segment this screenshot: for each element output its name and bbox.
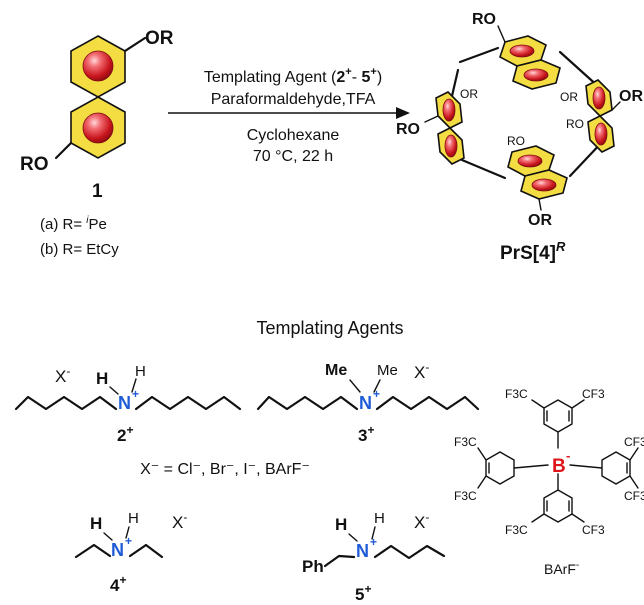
svg-text:-: -	[566, 448, 570, 463]
agent-2-label: 2+	[117, 423, 133, 445]
agent-5-phenyl: Ph	[302, 557, 324, 576]
agent-5: H H X- N + Ph 5+	[302, 510, 446, 604]
barf-label: BArF-	[544, 560, 579, 577]
agent-2-anion: X-	[55, 364, 70, 386]
agent-4-anion: X-	[172, 510, 187, 532]
svg-text:N: N	[111, 540, 124, 560]
agent-5-anion: X-	[414, 510, 429, 532]
arrow-condition-templating: Templating Agent (2+- 5+)	[204, 66, 382, 86]
agent-2: X- H H N + 2+	[14, 363, 242, 445]
arrow-condition-temp-time: 70 °C, 22 h	[253, 148, 333, 165]
arrow-condition-solvent: Cyclohexane	[247, 127, 340, 144]
product-ro-inner-bottom: RO	[507, 134, 525, 148]
product-ro-inner-right: RO	[566, 117, 584, 131]
reaction-arrow: Templating Agent (2+- 5+) Paraformaldehy…	[168, 66, 410, 165]
agent-3-label: 3+	[358, 423, 374, 445]
svg-text:CF3: CF3	[582, 523, 605, 537]
agent-4-label: 4+	[110, 573, 126, 595]
boron-atom: B	[552, 456, 566, 477]
svg-text:F3C: F3C	[454, 435, 477, 449]
unit-bottom	[507, 145, 568, 200]
compound-number-1: 1	[92, 181, 103, 202]
svg-text:+: +	[373, 387, 380, 401]
svg-text:CF3: CF3	[582, 387, 605, 401]
barf-anion: B - F3C CF3 F3C CF3 F3C CF3 F3C CF3 BArF…	[454, 387, 644, 577]
svg-text:+: +	[132, 387, 139, 401]
svg-text:H: H	[135, 363, 146, 380]
unit-top	[499, 35, 561, 90]
svg-text:+: +	[125, 534, 132, 548]
svg-text:H: H	[90, 514, 102, 533]
product-or-right: OR	[619, 88, 643, 105]
product-or-inner-left: OR	[460, 87, 478, 101]
monomer-1: OR RO 1 (a) R= iPe (b) R= EtCy	[20, 28, 174, 258]
product-ro-left: RO	[396, 121, 420, 138]
product-name: PrS[4]R	[500, 239, 566, 264]
pi-electron-bottom	[82, 112, 114, 144]
svg-text:F3C: F3C	[505, 387, 528, 401]
product-ro-top: RO	[472, 11, 496, 28]
product-macrocycle: RO OR OR OR RO RO RO OR PrS[4]R	[396, 11, 643, 264]
svg-text:N: N	[359, 393, 372, 413]
svg-text:H: H	[335, 515, 347, 534]
svg-text:H: H	[374, 510, 385, 527]
svg-text:+: +	[370, 535, 377, 549]
agent-4: H H X- N + 4+	[74, 510, 187, 595]
counter-ion-equation: X⁻ = Cl⁻, Br⁻, I⁻, BArF⁻	[140, 461, 310, 478]
monomer-ro-label: RO	[20, 154, 49, 175]
unit-left	[435, 91, 465, 165]
arrow-condition-reagent: Paraformaldehyde,TFA	[211, 91, 376, 108]
product-or-bottom: OR	[528, 212, 552, 229]
variant-b: (b) R= EtCy	[40, 241, 119, 258]
svg-text:CF3: CF3	[624, 435, 644, 449]
agent-5-label: 5+	[355, 582, 371, 604]
svg-text:Me: Me	[325, 362, 347, 379]
variant-a: (a) R= iPe	[40, 215, 107, 233]
monomer-or-label: OR	[145, 28, 174, 49]
svg-text:H: H	[128, 510, 139, 527]
svg-text:F3C: F3C	[505, 523, 528, 537]
templating-heading: Templating Agents	[256, 318, 403, 338]
product-or-inner-top: OR	[560, 90, 578, 104]
svg-text:H: H	[96, 369, 108, 388]
svg-text:F3C: F3C	[454, 489, 477, 503]
svg-text:N: N	[118, 393, 131, 413]
unit-right	[585, 79, 615, 153]
agent-3-anion: X-	[414, 360, 429, 382]
svg-text:CF3: CF3	[624, 489, 644, 503]
svg-text:Me: Me	[377, 362, 398, 379]
svg-text:N: N	[356, 541, 369, 561]
agent-3: Me Me X- N + 3+	[256, 360, 480, 445]
pi-electron-top	[82, 50, 114, 82]
